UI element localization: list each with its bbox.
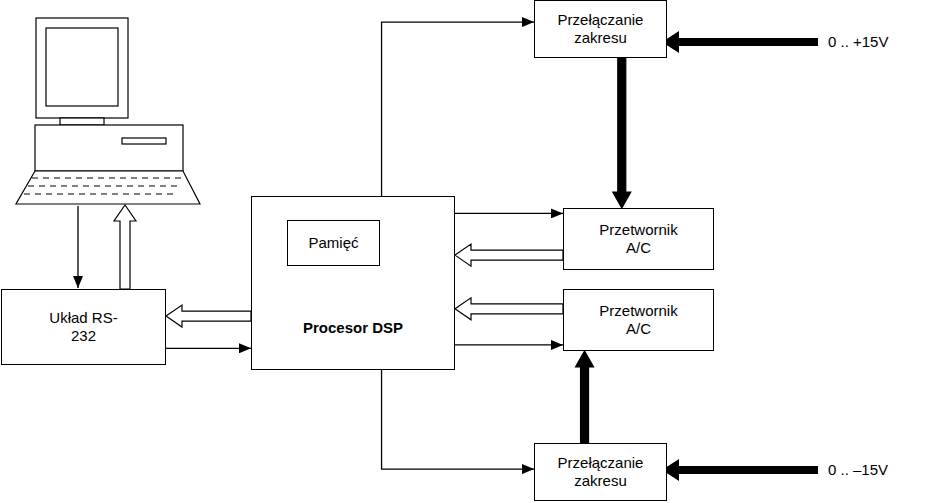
key-stroke [123, 194, 129, 195]
key-stroke [153, 178, 159, 179]
key-stroke [167, 194, 173, 195]
key-stroke [112, 194, 118, 195]
signal-arrow [576, 351, 594, 443]
computer-case [35, 125, 183, 171]
voltage-range-label: 0 .. –15V [828, 461, 888, 479]
control-arrow [382, 22, 534, 196]
bus-arrow [455, 244, 563, 266]
range-switch-box: Przełączanie zakresu [534, 0, 667, 58]
bus-arrow [166, 305, 251, 327]
key-stroke [109, 178, 115, 179]
key-stroke [145, 194, 151, 195]
node-text: Przetwornik A/C [589, 221, 689, 257]
voltage-range-label: 0 .. +15V [828, 33, 888, 51]
key-stroke [94, 186, 100, 187]
key-stroke [46, 194, 52, 195]
input-arrow [662, 31, 818, 53]
data-arrow [77, 206, 78, 288]
key-stroke [134, 194, 140, 195]
range-switch-box: Przełączanie zakresu [534, 443, 667, 501]
key-stroke [90, 194, 96, 195]
connectors [166, 22, 631, 469]
key-stroke [39, 186, 45, 187]
key-stroke [72, 186, 78, 187]
key-stroke [79, 194, 85, 195]
monitor-screen [46, 28, 118, 106]
rs232-box: Układ RS-232 [1, 289, 166, 365]
keyboard-keys [24, 178, 181, 194]
key-stroke [24, 194, 30, 195]
key-stroke [116, 186, 122, 187]
key-stroke [105, 186, 111, 187]
key-stroke [87, 178, 93, 179]
input-arrow [662, 459, 818, 481]
control-arrow [166, 348, 251, 349]
monitor-frame [36, 18, 128, 118]
key-stroke [131, 178, 137, 179]
key-stroke [54, 178, 60, 179]
dsp-processor-box: Procesor DSP Pamięć [251, 196, 455, 370]
node-text: Przełączanie zakresu [535, 454, 666, 490]
key-stroke [83, 186, 89, 187]
key-stroke [101, 194, 107, 195]
node-text: Przełączanie zakresu [535, 11, 666, 47]
key-stroke [138, 186, 144, 187]
key-stroke [160, 186, 166, 187]
monitor-stand [60, 118, 104, 125]
key-stroke [164, 178, 170, 179]
node-text: Procesor DSP [252, 319, 454, 337]
key-stroke [76, 178, 82, 179]
key-stroke [50, 186, 56, 187]
adc-box: Przetwornik A/C [563, 289, 714, 351]
drive-slot [122, 138, 166, 144]
keyboard [16, 171, 200, 204]
bus-arrow [114, 205, 136, 289]
key-stroke [149, 186, 155, 187]
key-stroke [175, 178, 181, 179]
key-stroke [32, 178, 38, 179]
key-stroke [43, 178, 49, 179]
key-stroke [35, 194, 41, 195]
control-arrow [455, 344, 563, 345]
key-stroke [142, 178, 148, 179]
key-stroke [65, 178, 71, 179]
key-stroke [57, 194, 63, 195]
node-text: Układ RS-232 [44, 309, 124, 345]
memory-box: Pamięć [287, 220, 380, 266]
bus-arrow [455, 298, 563, 320]
key-stroke [127, 186, 133, 187]
control-arrow [455, 213, 563, 214]
key-stroke [28, 186, 34, 187]
key-stroke [98, 178, 104, 179]
key-stroke [61, 186, 67, 187]
computer-icon [16, 18, 200, 204]
key-stroke [120, 178, 126, 179]
signal-arrow [613, 58, 631, 208]
node-text: Przetwornik A/C [589, 302, 689, 338]
key-stroke [171, 186, 177, 187]
node-text: Pamięć [308, 234, 358, 252]
adc-box: Przetwornik A/C [563, 208, 714, 270]
key-stroke [68, 194, 74, 195]
control-arrow [382, 370, 534, 469]
key-stroke [156, 194, 162, 195]
